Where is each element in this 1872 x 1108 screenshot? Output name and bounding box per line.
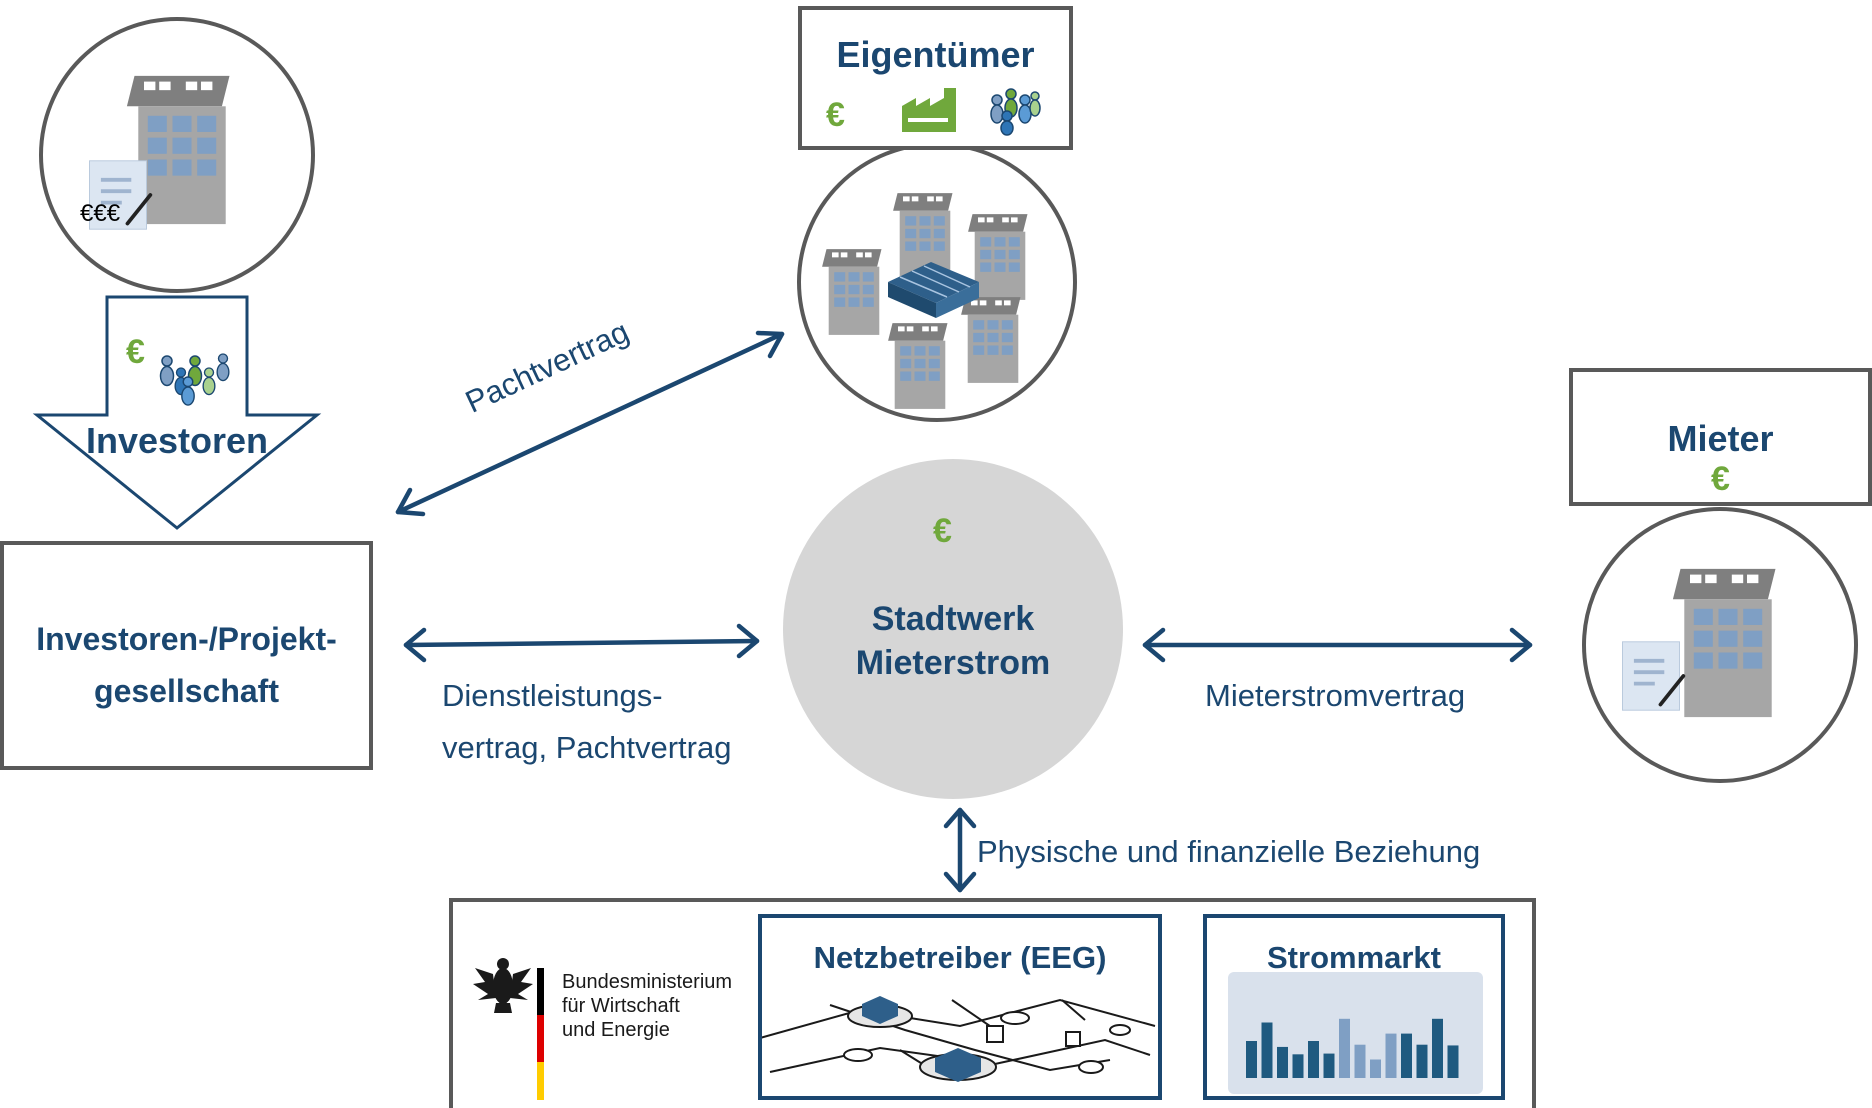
- investment-company-label: Investoren-/Projekt- gesellschaft: [4, 613, 369, 717]
- market-bar: [1354, 1044, 1366, 1078]
- physical-financial-label: Physische und finanzielle Beziehung: [977, 834, 1481, 869]
- eagle-icon: [473, 958, 533, 1013]
- investment-company-line2: gesellschaft: [94, 673, 279, 709]
- grid-operator-label: Netzbetreiber (EEG): [813, 940, 1107, 975]
- market-bar: [1277, 1046, 1288, 1078]
- investors-euro-icon: €: [126, 333, 145, 371]
- lease-arrow: [395, 330, 785, 517]
- market-bar: [1246, 1041, 1257, 1078]
- ministry-line2: für Wirtschaft: [562, 995, 680, 1017]
- stadtwerk-euro-icon: €: [933, 512, 952, 550]
- bottom-panel: Bundesministerium für Wirtschaft und Ene…: [449, 898, 1536, 1108]
- owner-people-icon: [990, 88, 1041, 136]
- service-contract-label: Dienstleistungs- vertrag, Pachtvertrag: [442, 670, 731, 774]
- market-bar: [1401, 1033, 1412, 1078]
- stadtwerk-label: Stadtwerk Mieterstrom: [783, 597, 1123, 685]
- factory-icon: [902, 88, 956, 132]
- grid-operator-box: Netzbetreiber (EEG): [758, 914, 1162, 1100]
- tenant-box: Mieter €: [1569, 368, 1872, 506]
- market-bar: [1432, 1018, 1443, 1078]
- ministry-line1: Bundesministerium: [562, 971, 733, 993]
- investors-arrow-shape: [32, 295, 322, 530]
- tenant-euro-icon: €: [1711, 460, 1730, 498]
- service-contract-line2: vertrag, Pachtvertrag: [442, 730, 732, 765]
- market-bar: [1292, 1054, 1304, 1078]
- market-bar: [1447, 1045, 1459, 1078]
- ministry-name: Bundesministerium für Wirtschaft und Ene…: [562, 970, 732, 1042]
- tenant-contract-arrow: [1142, 627, 1533, 663]
- market-bar: [1385, 1033, 1397, 1078]
- market-bar: [1339, 1018, 1350, 1078]
- stadtwerk-line2: Mieterstrom: [855, 644, 1051, 682]
- service-arrow: [403, 623, 760, 663]
- investors-label: Investoren: [85, 420, 269, 461]
- service-contract-line1: Dienstleistungs-: [442, 678, 663, 713]
- tenant-contract-label: Mieterstromvertrag: [1205, 678, 1466, 713]
- market-bar: [1308, 1041, 1319, 1078]
- investor-euro-label: €€€: [80, 200, 121, 227]
- market-bar: [1261, 1022, 1273, 1078]
- power-market-label: Strommarkt: [1267, 940, 1441, 975]
- market-bar: [1370, 1059, 1381, 1078]
- ministry-line3: und Energie: [562, 1019, 670, 1041]
- tenant-label: Mieter: [1667, 418, 1774, 459]
- grid-substations: [862, 996, 981, 1082]
- owner-euro-icon: €: [826, 96, 845, 134]
- solar-roof-icon: [888, 262, 979, 318]
- power-market-bars: [1246, 1018, 1459, 1078]
- ministry-logo: [473, 958, 544, 1100]
- power-market-box: Strommarkt: [1203, 914, 1505, 1100]
- stadtwerk-line1: Stadtwerk: [871, 600, 1035, 638]
- market-bar: [1416, 1044, 1428, 1078]
- owner-box: Eigentümer €: [798, 6, 1073, 150]
- market-bar: [1323, 1053, 1335, 1078]
- investment-company-box: Investoren-/Projekt- gesellschaft: [0, 541, 373, 770]
- investment-company-line1: Investoren-/Projekt-: [36, 621, 337, 657]
- physical-financial-arrow: [943, 807, 977, 893]
- owner-label: Eigentümer: [836, 34, 1035, 75]
- stadtwerk-circle: [783, 459, 1123, 799]
